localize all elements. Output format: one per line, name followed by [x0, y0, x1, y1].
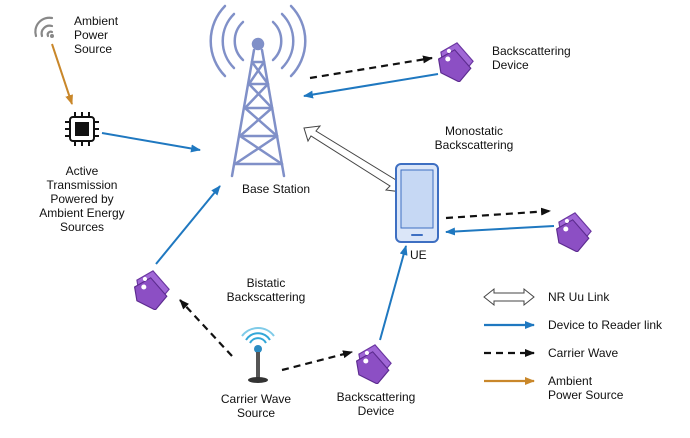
- active-label-line: Transmission: [46, 178, 118, 192]
- tag-top-to-tower-link: [303, 73, 439, 99]
- active-transmission-label: Active Transmission Powered by Ambient E…: [20, 164, 144, 234]
- active-label-line: Ambient Energy: [39, 206, 125, 220]
- legend-ambient-line: Power Source: [548, 388, 624, 402]
- legend-nr-uu-label: NR Uu Link: [548, 290, 610, 304]
- ue-device-icon: [395, 163, 439, 243]
- carrier-wave-source-icon: [241, 327, 275, 383]
- tag-left-to-tower-link: [155, 185, 221, 265]
- carrier-wave-source-label: Carrier Wave Source: [206, 392, 306, 420]
- backscatter-tag-bottom-icon: [356, 344, 392, 384]
- bistatic-label-line: Bistatic: [246, 276, 286, 290]
- backscatter-tag-top-icon: [438, 42, 474, 82]
- monostatic-label-line: Backscattering: [434, 138, 514, 152]
- hollow-double-arrow-icon: [483, 287, 535, 307]
- ambient-label-line: Ambient: [74, 14, 119, 28]
- device-bottom-label-line: Device: [357, 404, 395, 418]
- carrier-tower-to-tag-top: [309, 55, 433, 80]
- ue-label: UE: [410, 248, 427, 262]
- ambient-wifi-icon: [34, 16, 54, 38]
- nr-uu-link-arrow: [303, 125, 403, 193]
- tag-bottom-to-ue-link: [379, 245, 408, 341]
- active-label-line: Sources: [59, 220, 105, 234]
- bistatic-label-line: Backscattering: [226, 290, 306, 304]
- carrier-label-line: Source: [236, 406, 276, 420]
- backscatter-tag-left-icon: [134, 270, 170, 310]
- chip-to-tower-link: [101, 132, 201, 153]
- backscatter-tag-right-icon: [556, 212, 592, 252]
- carrier-source-to-tag-bottom: [281, 350, 353, 372]
- legend-ambient-label: Ambient Power Source: [548, 374, 623, 402]
- monostatic-label-line: Monostatic: [444, 124, 504, 138]
- base-station-label: Base Station: [242, 182, 311, 196]
- active-label-line: Active: [65, 164, 99, 178]
- device-bottom-label-line: Backscattering: [336, 390, 416, 404]
- device-top-label-line: Device: [492, 58, 529, 72]
- active-label-line: Powered by: [50, 192, 114, 206]
- legend-carrier-wave-label: Carrier Wave: [548, 346, 619, 360]
- ambient-label-line: Power: [74, 28, 109, 42]
- monostatic-label: Monostatic Backscattering: [424, 124, 524, 152]
- legend-ambient-line: Ambient: [548, 374, 593, 388]
- backscattering-device-top-label: Backscattering Device: [492, 44, 571, 72]
- ambient-label-line: Source: [74, 42, 113, 56]
- carrier-label-line: Carrier Wave: [220, 392, 292, 406]
- ambient-power-arrow: [51, 43, 73, 105]
- ambient-power-source-label: Ambient Power Source: [74, 14, 118, 56]
- legend-device-reader-label: Device to Reader link: [548, 318, 663, 332]
- chip-icon: [65, 112, 99, 146]
- device-top-label-line: Backscattering: [492, 44, 571, 58]
- tag-right-to-ue-link: [445, 225, 555, 236]
- bistatic-label: Bistatic Backscattering: [216, 276, 316, 304]
- carrier-ue-to-tag-right: [445, 207, 551, 220]
- carrier-source-to-tag-left: [179, 299, 233, 357]
- backscattering-device-bottom-label: Backscattering Device: [326, 390, 426, 418]
- base-station-tower-icon: [209, 4, 307, 178]
